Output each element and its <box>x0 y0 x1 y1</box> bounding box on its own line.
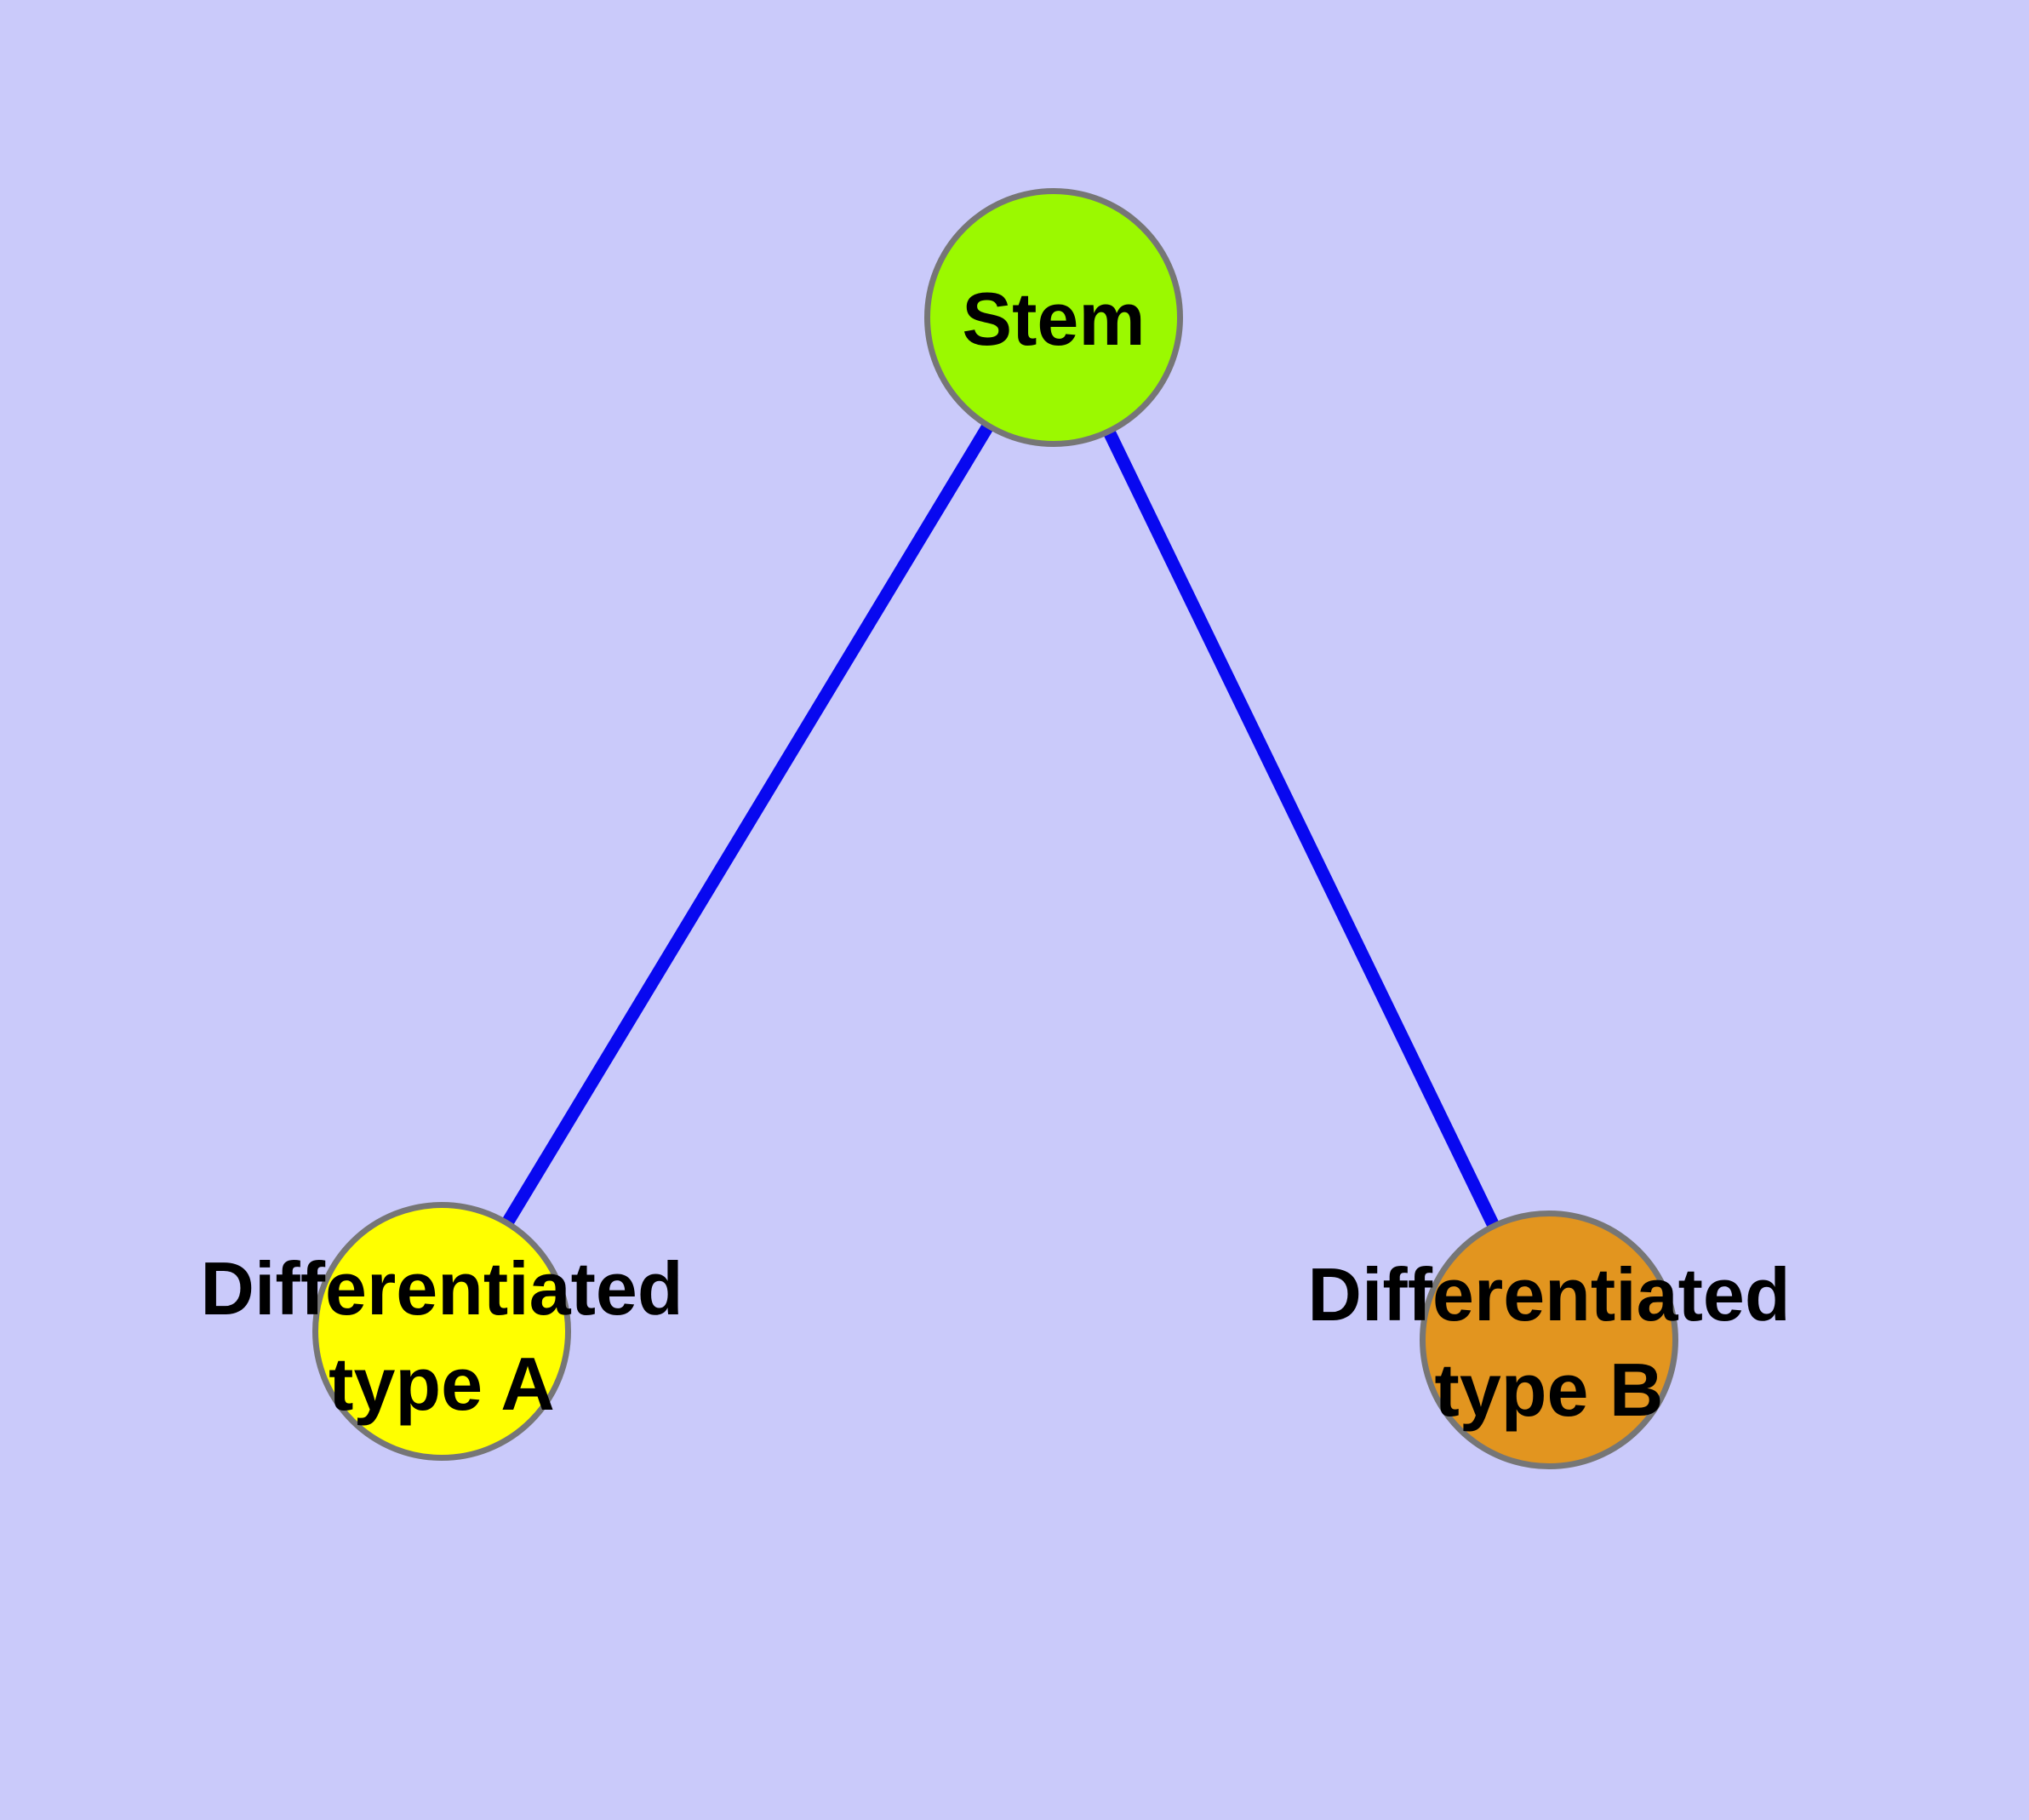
node-differentiated-type-a[interactable] <box>312 1202 571 1461</box>
node-differentiated-type-b[interactable] <box>1420 1210 1678 1469</box>
node-stem-label: Stem <box>962 272 1145 367</box>
node-type-b-label-line-2: type B <box>1434 1348 1664 1432</box>
node-stem[interactable] <box>924 188 1183 447</box>
node-type-b-label: Differentiated type B <box>1307 1247 1790 1438</box>
edge-stem-to-type-b <box>1048 314 1555 1343</box>
node-type-a-label-line-1: Differentiated <box>200 1246 683 1331</box>
node-type-b-label-line-1: Differentiated <box>1307 1252 1791 1336</box>
node-type-a-label: Differentiated type A <box>200 1241 683 1432</box>
edge-stem-to-type-a <box>436 314 1060 1335</box>
node-stem-label-text: Stem <box>962 277 1146 361</box>
node-type-a-label-line-2: type A <box>329 1342 555 1426</box>
